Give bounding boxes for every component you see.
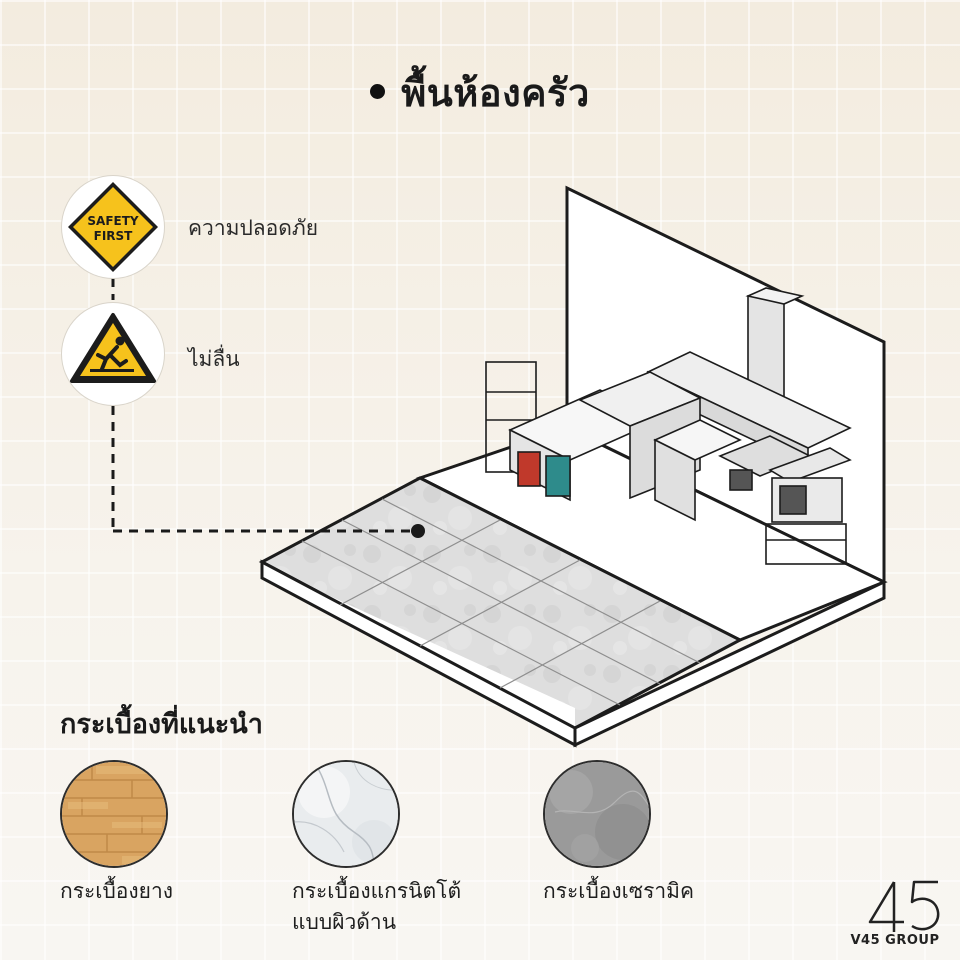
tile-swatch-wood [60, 760, 168, 868]
brand-name: V45 GROUP [850, 933, 940, 948]
page-title: พื้นห้องครัว [0, 62, 960, 123]
floor-pointer-dot [411, 524, 425, 538]
safety-first-sign-icon: SAFETY FIRST [68, 182, 158, 272]
feature-label-safety: ความปลอดภัย [188, 216, 319, 240]
wet-floor-badge [62, 303, 164, 405]
wet-floor-warning-icon [70, 313, 156, 383]
tile-label-granito: กระเบื้องแกรนิตโต้ แบบผิวด้าน [292, 879, 462, 934]
svg-text:FIRST: FIRST [94, 229, 134, 243]
safety-first-badge: SAFETY FIRST [62, 176, 164, 278]
feature-label-non-slip: ไม่ลื่น [188, 347, 240, 371]
tile-label-rubber: กระเบื้องยาง [60, 879, 173, 903]
tile-label-ceramic: กระเบื้องเซรามิค [543, 879, 695, 903]
recommended-tiles-heading: กระเบื้องที่แนะนำ [60, 709, 263, 740]
tile-swatch-marble [292, 760, 400, 868]
v45-logo-icon [868, 880, 940, 932]
bullet-dot-icon [370, 84, 386, 99]
svg-text:SAFETY: SAFETY [87, 214, 139, 228]
tile-swatch-ceramic [543, 760, 651, 868]
kitchen-equipment [485, 287, 852, 565]
